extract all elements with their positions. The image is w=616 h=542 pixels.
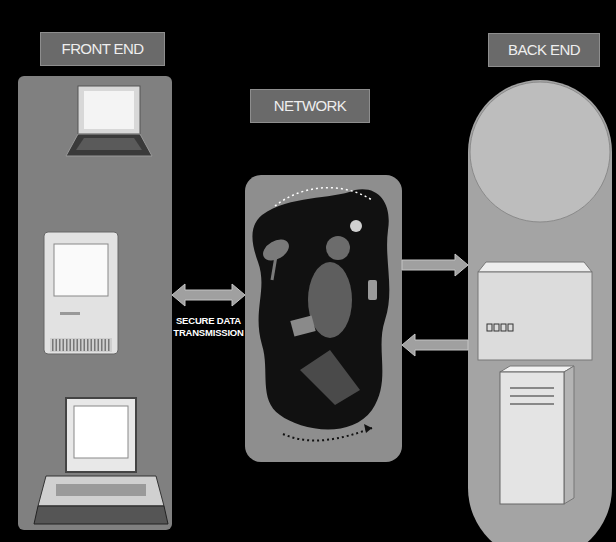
mac-base — [50, 338, 112, 352]
server-button — [508, 324, 513, 331]
tower-bay — [510, 395, 554, 397]
tower-server — [500, 372, 564, 504]
mac-screen — [54, 244, 108, 296]
tower-top — [500, 366, 574, 372]
tower-bay — [510, 387, 554, 389]
desktop-icon — [34, 398, 168, 524]
desktop-keyboard — [34, 506, 168, 524]
laptop-base — [66, 134, 152, 156]
tower-bay — [510, 403, 554, 405]
storage-circle — [470, 82, 610, 222]
dish-mast — [272, 256, 276, 280]
mac-icon — [44, 232, 118, 354]
figure-leg — [300, 350, 360, 405]
laptop-lid — [78, 86, 140, 134]
block-arrow — [402, 254, 468, 276]
network-dot — [350, 220, 362, 232]
section-heading: NETWORK — [250, 89, 370, 123]
signal-dots — [283, 428, 372, 441]
tower-side — [564, 366, 574, 504]
block-arrow — [402, 334, 468, 356]
monitor-screen — [74, 406, 128, 458]
satellite-dish — [259, 235, 292, 265]
signal-arrowhead — [364, 424, 372, 433]
laptop-screen — [84, 91, 134, 129]
monitor-frame — [66, 398, 136, 472]
server-icons — [470, 82, 610, 504]
mac-grille — [52, 339, 110, 351]
desktop-case — [38, 476, 164, 506]
server-top — [478, 262, 592, 272]
back-end-panel: BACK END — [468, 80, 612, 542]
server-button — [487, 324, 492, 331]
section-heading: FRONT END — [40, 32, 165, 66]
server-button — [501, 324, 506, 331]
laptop-icon — [66, 86, 152, 156]
server-button — [494, 324, 499, 331]
network-clipart — [252, 188, 389, 441]
figure-head — [326, 236, 350, 260]
server-box — [478, 272, 592, 360]
mac-slot — [60, 312, 80, 315]
device-shape — [290, 315, 315, 336]
desktop-drive — [56, 484, 146, 496]
signal-dots — [275, 188, 372, 206]
laptop-keyboard — [76, 138, 142, 150]
phone-shape — [368, 280, 377, 300]
block-arrow — [172, 284, 245, 306]
network-panel: NETWORK — [245, 175, 402, 462]
section-heading: BACK END — [488, 33, 600, 67]
network-blob — [252, 189, 389, 429]
front-end-panel: FRONT END — [18, 76, 172, 530]
mac-body — [44, 232, 118, 354]
figure-body — [308, 262, 352, 338]
edge-label: SECURE DATA TRANSMISSION — [170, 315, 247, 339]
